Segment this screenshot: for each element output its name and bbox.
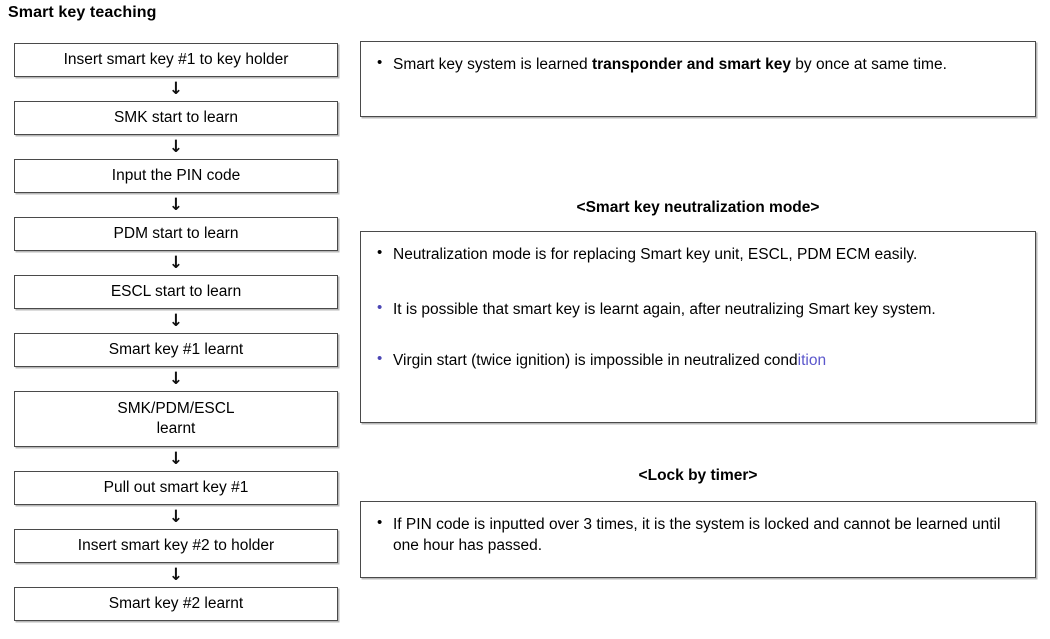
note-text-pre: Smart key system is learned [393, 56, 592, 73]
flow-arrow-down-icon: ↓ [168, 310, 184, 331]
flow-box-insert-smart-key-1[interactable]: Insert smart key #1 to key holder [14, 43, 338, 77]
page-title: Smart key teaching [8, 4, 157, 21]
flow-arrow-down-icon: ↓ [168, 448, 184, 469]
flow-step: Input the PIN code [14, 159, 338, 193]
flow-step: Smart key #2 learnt [14, 587, 338, 621]
note-item: • If PIN code is inputted over 3 times, i… [377, 514, 1021, 556]
flow-arrow-down-icon: ↓ [168, 252, 184, 273]
bullet-icon: • [377, 244, 383, 261]
flow-step: Smart key #1 learnt [14, 333, 338, 367]
note-text: It is possible that smart key is learnt … [393, 301, 936, 319]
flow-step: SMK/PDM/ESCL learnt [14, 391, 338, 447]
note-box-neutralization: • Neutralization mode is for replacing Sm… [360, 231, 1036, 423]
heading-smart-key-neutralization-mode: <Smart key neutralization mode> [576, 199, 820, 216]
notes-column: • Smart key system is learned transponder… [360, 41, 1036, 578]
flow-box-smk-start-to-learn[interactable]: SMK start to learn [14, 101, 338, 135]
note-item: • Neutralization mode is for replacing Sm… [377, 244, 1021, 265]
heading-lock-by-timer: <Lock by timer> [638, 467, 758, 484]
flow-arrow-down-icon: ↓ [168, 136, 184, 157]
flow-box-input-the-pin-code[interactable]: Input the PIN code [14, 159, 338, 193]
flow-box-smart-key-1-learnt[interactable]: Smart key #1 learnt [14, 333, 338, 367]
bullet-icon: • [377, 299, 383, 317]
flow-box-escl-start-to-learn[interactable]: ESCL start to learn [14, 275, 338, 309]
flow-arrow-down-icon: ↓ [168, 368, 184, 389]
note-text-emphasis: transponder and smart key [591, 56, 791, 73]
flow-step: ESCL start to learn [14, 275, 338, 309]
flow-box-pull-out-smart-key-1[interactable]: Pull out smart key #1 [14, 471, 338, 505]
note-item: • It is possible that smart key is learnt… [377, 299, 1021, 320]
flow-arrow-down-icon: ↓ [168, 564, 184, 585]
flowchart-column: Insert smart key #1 to key holder ↓ SMK … [14, 43, 338, 621]
flow-arrow-down-icon: ↓ [168, 78, 184, 99]
note-text: Neutralization mode is for replacing Sma… [393, 246, 918, 263]
bullet-icon: • [377, 514, 383, 531]
note-item: • Virgin start (twice ignition) is imposs… [377, 350, 1021, 371]
note-text: If PIN code is inputted over 3 times, it… [393, 516, 1001, 555]
note-text-post: by once at same time. [790, 56, 947, 73]
flow-arrow-down-icon: ↓ [168, 194, 184, 215]
note-text-pre: Virgin start (twice ignition) is impossi… [393, 352, 798, 370]
flow-box-insert-smart-key-2[interactable]: Insert smart key #2 to holder [14, 529, 338, 563]
flow-box-smk-pdm-escl-learnt[interactable]: SMK/PDM/ESCL learnt [14, 391, 338, 447]
flow-step: Pull out smart key #1 [14, 471, 338, 505]
bullet-icon: • [377, 54, 383, 71]
bullet-icon: • [377, 350, 383, 368]
note-box-intro: • Smart key system is learned transponder… [360, 41, 1036, 117]
flow-step: Insert smart key #2 to holder [14, 529, 338, 563]
flow-step: Insert smart key #1 to key holder [14, 43, 338, 77]
flow-box-smart-key-2-learnt[interactable]: Smart key #2 learnt [14, 587, 338, 621]
note-item: • Smart key system is learned transponder… [377, 54, 1021, 75]
note-text-highlight: ition [797, 352, 827, 370]
flow-box-pdm-start-to-learn[interactable]: PDM start to learn [14, 217, 338, 251]
flow-arrow-down-icon: ↓ [168, 506, 184, 527]
flow-step: PDM start to learn [14, 217, 338, 251]
note-box-lock-by-timer: • If PIN code is inputted over 3 times, i… [360, 501, 1036, 578]
flow-step: SMK start to learn [14, 101, 338, 135]
